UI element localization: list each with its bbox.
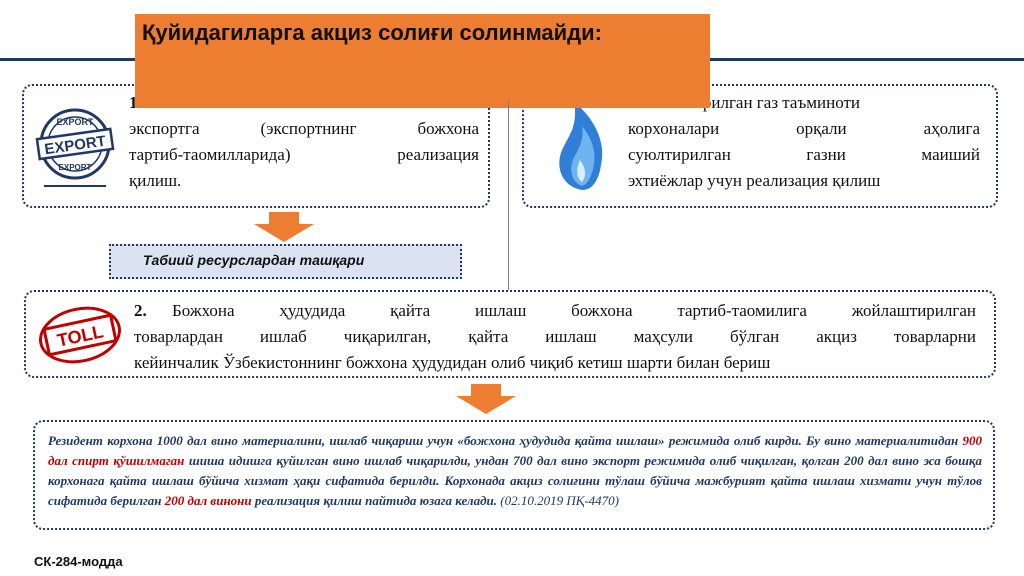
example-box: Резидент корхона 1000 дал вино материали…	[33, 420, 995, 530]
gas-flame-icon	[559, 102, 603, 190]
item2-number: 2.	[134, 301, 147, 320]
item2-line2: товарлардан ишлаб чиқарилган, қайта ишла…	[134, 327, 976, 346]
footer-label: СК-284-модда	[34, 554, 123, 569]
page-title: Қуйидагиларга акциз солиғи солинмайди:	[142, 20, 603, 45]
down-arrow-icon	[254, 212, 314, 242]
export-stamp-bottom: EXPORT	[59, 163, 92, 172]
example-part3: реализация қилиш пайтида юзага келади.	[251, 493, 501, 508]
item1-line1: экспортга (экспортнинг божхона	[129, 119, 479, 138]
example-text: Резидент корхона 1000 дал вино материали…	[48, 431, 982, 511]
item2-line1: Божхона ҳудудида қайта ишлаш божхона тар…	[172, 301, 976, 320]
toll-item-box: TOLL 2. Божхона ҳудудида қайта ишлаш бож…	[24, 290, 996, 378]
gas-line2: суюлтирилган газни маиший	[628, 145, 980, 164]
example-part2: шиша идишга қуйилган вино ишлаб чиқарилд…	[48, 453, 982, 508]
export-stamp-top: EXPORT	[56, 117, 94, 127]
example-highlight-1: 900 дал спирт қўшилмаган	[48, 433, 982, 468]
toll-stamp-icon: TOLL	[39, 306, 121, 364]
note-label: Табиий ресурслардан ташқари	[143, 252, 365, 268]
note-box: Табиий ресурслардан ташқари	[109, 244, 462, 279]
item1-line2: тартиб-таомилларида) реализация	[129, 145, 479, 164]
example-reference: (02.10.2019 ПҚ-4470)	[500, 493, 620, 508]
example-part1: Резидент корхона 1000 дал вино материали…	[48, 433, 963, 448]
export-stamp-icon: EXPORT EXPORT EXPORT	[35, 108, 115, 187]
item1-line3: қилиш.	[129, 171, 182, 190]
gas-line1: корхоналари орқали аҳолига	[628, 119, 980, 138]
example-highlight-2: 200 дал винони	[164, 493, 252, 508]
item2-line3: кейинчалик Ўзбекистоннинг божхона ҳудуди…	[134, 353, 771, 372]
connector-line	[508, 100, 509, 292]
down-arrow-icon	[456, 384, 516, 414]
gas-line3: эхтиёжлар учун реализация қилиш	[628, 171, 881, 190]
title-banner	[135, 14, 710, 108]
